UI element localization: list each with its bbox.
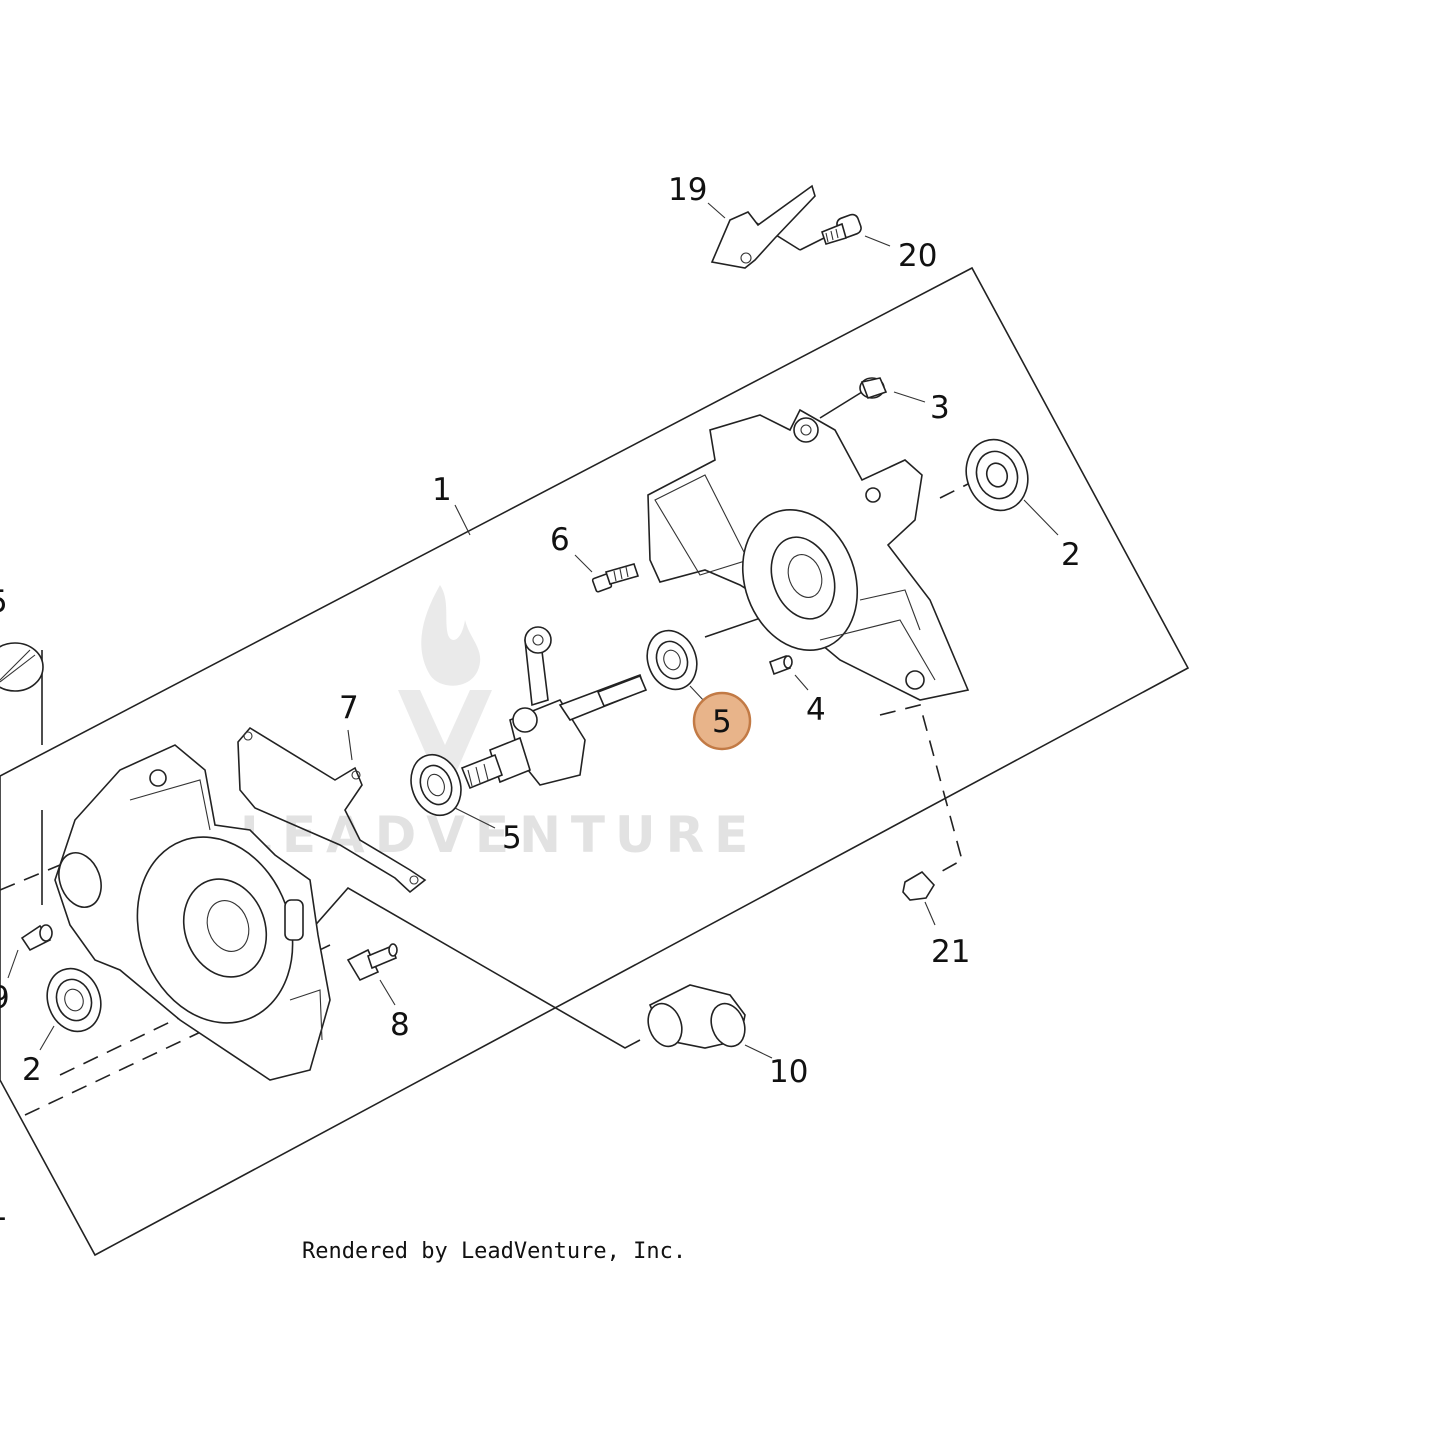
callout-1[interactable]: 1 <box>432 472 452 508</box>
watermark-text: LEADVENTURE <box>240 806 758 864</box>
watermark: LEADVENTURE <box>240 585 758 864</box>
part-2-bearing-right[interactable] <box>956 431 1037 519</box>
part-8-fitting[interactable] <box>346 943 398 982</box>
callout-15-partial[interactable]: 5 <box>0 584 8 620</box>
callout-7[interactable]: 7 <box>339 690 359 726</box>
part-2-bearing-left[interactable] <box>39 961 110 1039</box>
callout-5-lower[interactable]: 5 <box>502 820 522 856</box>
part-7-gasket[interactable] <box>237 726 427 894</box>
assembly-frame <box>0 266 1190 1257</box>
callout-10[interactable]: 10 <box>769 1054 808 1090</box>
watermark-flame-icon <box>421 585 481 686</box>
callout-21[interactable]: 21 <box>931 934 970 970</box>
part-3-bushing[interactable] <box>859 377 888 400</box>
render-credit: Rendered by LeadVenture, Inc. <box>302 1239 686 1264</box>
part-5-bearing-upper[interactable] <box>639 624 705 697</box>
callout-4[interactable]: 4 <box>806 692 826 728</box>
callout-8[interactable]: 8 <box>390 1007 410 1043</box>
part-6-screw[interactable] <box>591 563 640 593</box>
callout-2-left[interactable]: 2 <box>22 1052 42 1088</box>
part-15-partial[interactable] <box>0 642 44 692</box>
callout-11-partial[interactable]: 1 <box>0 1192 8 1228</box>
callout-5-selected[interactable]: 5 <box>712 704 732 740</box>
callout-2-right[interactable]: 2 <box>1061 537 1081 573</box>
callout-6[interactable]: 6 <box>550 522 570 558</box>
part-19-bracket[interactable] <box>710 184 816 269</box>
part-10-intake-boot[interactable] <box>642 984 750 1051</box>
part-21-plug[interactable] <box>902 870 935 901</box>
callout-19[interactable]: 19 <box>668 172 707 208</box>
leader-lines <box>7 202 1059 1059</box>
callout-9-partial[interactable]: 9 <box>0 980 10 1016</box>
selected-callout-highlight[interactable] <box>692 691 752 751</box>
callout-20[interactable]: 20 <box>898 238 937 274</box>
part-20-screw[interactable] <box>821 213 863 245</box>
part-5-bearing-lower[interactable] <box>403 748 469 823</box>
watermark-v-icon <box>398 690 492 775</box>
callout-3[interactable]: 3 <box>930 390 950 426</box>
part-9-plug[interactable] <box>20 924 53 952</box>
crankshaft[interactable] <box>460 626 648 790</box>
callout-labels: 19 20 3 2 1 6 5 5 4 7 5 21 9 2 8 10 1 <box>0 172 1081 1228</box>
crankcase-right-half[interactable] <box>647 408 970 701</box>
crankcase-left-half[interactable] <box>52 744 331 1081</box>
part-4-dowel-pin[interactable] <box>768 654 793 676</box>
